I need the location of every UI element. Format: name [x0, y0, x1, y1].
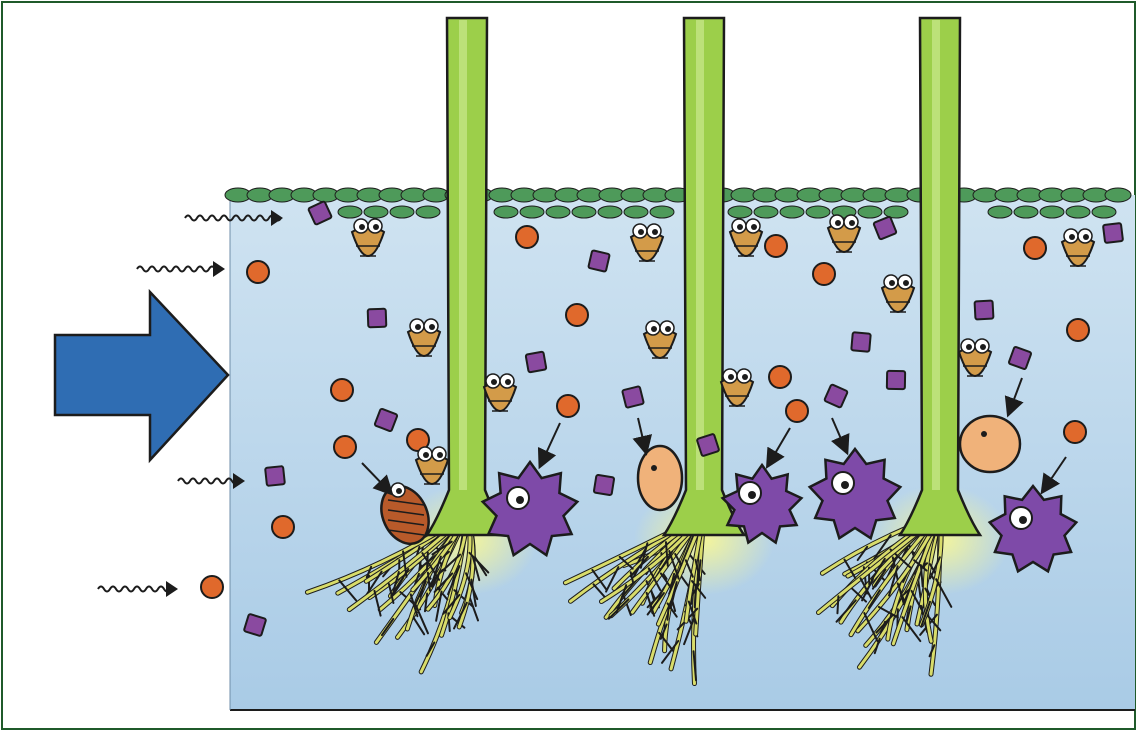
stem-highlight — [696, 20, 704, 490]
leaf-pad-icon — [1092, 206, 1116, 218]
organic-particle-icon — [1064, 421, 1086, 443]
pollutant-particle-icon — [975, 301, 994, 320]
bug-pupil — [1083, 234, 1089, 240]
bug-pupil — [505, 379, 511, 385]
bug-pupil — [1069, 234, 1075, 240]
inflow-arrow-icon — [55, 292, 228, 460]
bean-microbe-icon — [638, 446, 682, 510]
leaf-pad-icon — [858, 206, 882, 218]
pollutant-particle-icon — [368, 309, 387, 328]
leaf-pad-icon — [1014, 206, 1038, 218]
microbe-pupil — [651, 465, 657, 471]
organic-particle-icon — [334, 436, 356, 458]
bug-pupil — [966, 344, 972, 350]
pollutant-particle-icon — [851, 332, 871, 352]
rootlet — [837, 596, 838, 613]
leaf-pad-icon — [1105, 188, 1131, 202]
bug-pupil — [665, 326, 671, 332]
organic-particle-icon — [765, 235, 787, 257]
stem-highlight — [932, 20, 940, 490]
organic-particle-icon — [516, 226, 538, 248]
pollutant-particle-icon — [1103, 223, 1123, 243]
leaf-pad-icon — [520, 206, 544, 218]
bug-pupil — [980, 344, 986, 350]
beetle-pupil — [396, 488, 402, 494]
bean-microbe-icon — [960, 416, 1020, 472]
leaf-pad-icon — [598, 206, 622, 218]
bug-pupil — [429, 324, 435, 330]
organic-particle-icon — [566, 304, 588, 326]
organic-particle-icon — [786, 400, 808, 422]
bug-pupil — [737, 224, 743, 230]
inflow-squiggle — [178, 479, 238, 484]
inflow-squiggle — [98, 587, 170, 592]
bug-pupil — [889, 280, 895, 286]
bug-pupil — [903, 280, 909, 286]
bug-pupil — [638, 229, 644, 235]
pollutant-particle-icon — [887, 371, 905, 389]
leaf-pad-icon — [728, 206, 752, 218]
bug-pupil — [373, 224, 379, 230]
leaf-pad-icon — [1066, 206, 1090, 218]
microbe-pupil — [1019, 516, 1027, 524]
organic-particle-icon — [201, 576, 223, 598]
leaf-pad-icon — [806, 206, 830, 218]
bug-pupil — [437, 452, 443, 458]
leaf-pad-icon — [416, 206, 440, 218]
pollutant-particle-icon — [622, 386, 644, 408]
squiggle-arrowhead-icon — [213, 261, 225, 277]
bug-pupil — [423, 452, 429, 458]
leaf-pad-icon — [1040, 206, 1064, 218]
organic-particle-icon — [557, 395, 579, 417]
stem-highlight — [459, 20, 467, 490]
bug-pupil — [728, 374, 734, 380]
leaf-pad-icon — [754, 206, 778, 218]
leaf-pad-icon — [572, 206, 596, 218]
leaf-pad-icon — [364, 206, 388, 218]
pollutant-particle-icon — [244, 614, 266, 636]
pollutant-particle-icon — [594, 475, 615, 496]
microbe-pupil — [748, 491, 756, 499]
organic-particle-icon — [1024, 237, 1046, 259]
organic-particle-icon — [1067, 319, 1089, 341]
bug-pupil — [742, 374, 748, 380]
microbe-pupil — [841, 481, 849, 489]
bug-pupil — [652, 229, 658, 235]
microbe-pupil — [981, 431, 987, 437]
bug-pupil — [415, 324, 421, 330]
organic-particle-icon — [272, 516, 294, 538]
organic-particle-icon — [247, 261, 269, 283]
inflow-squiggle — [137, 267, 221, 272]
bug-pupil — [835, 220, 841, 226]
organic-particle-icon — [769, 366, 791, 388]
leaf-pad-icon — [780, 206, 804, 218]
pollutant-particle-icon — [526, 352, 547, 373]
pollutant-particle-icon — [588, 250, 610, 272]
bug-pupil — [359, 224, 365, 230]
bug-pupil — [849, 220, 855, 226]
pollutant-particle-icon — [265, 466, 285, 486]
microbe-pupil — [516, 496, 524, 504]
organic-particle-icon — [331, 379, 353, 401]
bug-pupil — [651, 326, 657, 332]
leaf-pad-icon — [546, 206, 570, 218]
leaf-pad-icon — [338, 206, 362, 218]
bug-pupil — [751, 224, 757, 230]
squiggle-arrowhead-icon — [166, 581, 178, 597]
leaf-pad-icon — [988, 206, 1012, 218]
leaf-pad-icon — [624, 206, 648, 218]
leaf-pad-icon — [650, 206, 674, 218]
organic-particle-icon — [813, 263, 835, 285]
leaf-pad-icon — [494, 206, 518, 218]
leaf-pad-icon — [390, 206, 414, 218]
bug-pupil — [491, 379, 497, 385]
